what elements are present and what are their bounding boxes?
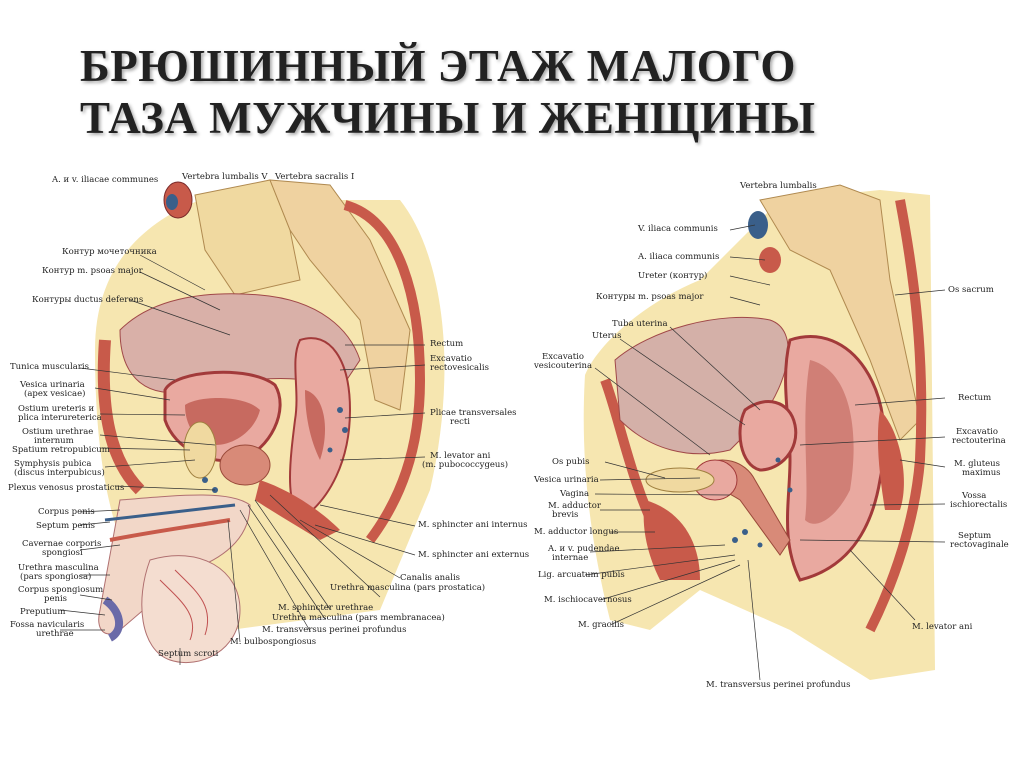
label-male-plicae-transversales: Plicae transversales — [430, 408, 517, 418]
label-female-lig-arcuatum: Lig. arcuatum pubis — [538, 570, 625, 580]
label-female-ischiocavernosus: M. ischiocavernosus — [544, 595, 632, 605]
label-male-vertebra-sacralis: Vertebra sacralis I — [275, 172, 355, 182]
title-line-2: ТАЗА МУЖЧИНЫ И ЖЕНЩИНЫ — [80, 93, 816, 143]
label-female-tuba-uterina: Tuba uterina — [612, 319, 668, 329]
label-male-ostium-internum: internum — [34, 436, 74, 446]
label-male-plica-interureterica: plica interureterica — [18, 413, 102, 423]
label-female-rectouterina: rectouterina — [952, 436, 1006, 446]
label-female-vesicouterina: vesicouterina — [534, 361, 593, 371]
label-male-cavernae-spongiosi: spongiosi — [42, 548, 83, 558]
label-male-iliac-vessels: A. и v. iliacae communes — [52, 175, 159, 185]
page-title: БРЮШИННЫЙ ЭТАЖ МАЛОГО ТАЗА МУЖЧИНЫ И ЖЕН… — [80, 40, 960, 144]
label-male-bulbospongiosus: M. bulbospongiosus — [230, 637, 317, 647]
label-male-urethra-prostatica: Urethra masculina (pars prostatica) — [330, 583, 486, 593]
label-male-fossa-navicularis: Fossa navicularis — [10, 620, 85, 630]
label-female-psoas: Контуры m. psoas major — [596, 292, 704, 302]
label-female-vesica-urinaria: Vesica urinaria — [534, 475, 599, 485]
label-female-ureter: Ureter (контур) — [638, 271, 708, 281]
label-male-septum-scroti: Septum scroti — [158, 649, 219, 659]
label-female-adductor-longus: M. adductor longus — [534, 527, 619, 537]
label-female-os-pubis: Os pubis — [552, 457, 590, 467]
label-male-canalis-analis: Canalis analis — [400, 573, 461, 583]
label-female-pudendae-internae: internae — [552, 553, 589, 563]
label-male-ductus-deferens: Контуры ductus deferens — [32, 295, 144, 305]
label-female-gluteus-maximus: maximus — [962, 468, 1001, 478]
label-male-apex-vesicae: (apex vesicae) — [24, 389, 86, 399]
label-male-urethra-membranacea: Urethra masculina (pars membranacea) — [272, 613, 445, 623]
female-pelvis-illustration — [583, 184, 935, 680]
label-female-vossa: Vossa — [962, 491, 987, 501]
label-female-a-iliaca: A. iliaca communis — [638, 252, 720, 262]
label-female-rectum: Rectum — [958, 393, 992, 403]
label-female-pudendae: A. и v. pudendae — [548, 544, 620, 554]
label-male-sphincter-ani-externus: M. sphincter ani externus — [418, 550, 530, 560]
label-male-discus-interpubicus: (discus interpubicus) — [14, 468, 105, 478]
label-female-adductor: M. adductor — [548, 501, 601, 511]
label-male-rectovesicalis: rectovesicalis — [430, 363, 489, 373]
label-male-corpus-spongiosum-penis: penis — [44, 594, 68, 604]
male-pelvis-illustration — [95, 179, 445, 664]
label-male-transversus-perinei: M. transversus perinei profundus — [262, 625, 407, 635]
label-male-sphincter-ani-internus: M. sphincter ani internus — [418, 520, 528, 530]
label-male-ostium-urethrae: Ostium urethrae — [22, 427, 94, 437]
label-male-corpus-penis: Corpus penis — [38, 507, 95, 517]
label-female-transversus-perinei: M. transversus perinei profundus — [706, 680, 851, 690]
label-female-ischiorectalis: ischiorectalis — [950, 500, 1008, 510]
label-male-corpus-spongiosum: Corpus spongiosum — [18, 585, 104, 595]
label-male-excavatio: Excavatio — [430, 354, 472, 364]
label-female-septum: Septum — [958, 531, 992, 541]
label-male-psoas-contour: Контур m. psoas major — [42, 266, 143, 276]
label-male-ostium-ureteris: Ostium ureteris и — [18, 404, 95, 414]
label-male-plexus-venosus: Plexus venosus prostaticus — [8, 483, 125, 493]
label-male-vertebra-lumbalis: Vertebra lumbalis V — [182, 172, 268, 182]
male-leader-lines — [59, 254, 426, 665]
label-male-plicae-recti: recti — [450, 417, 470, 427]
label-male-fossa-urethrae: urethrae — [36, 629, 74, 639]
label-female-uterus: Uterus — [592, 331, 622, 341]
label-male-cavernae: Cavernae corporis — [22, 539, 102, 549]
label-female-v-iliaca: V. iliaca communis — [638, 224, 718, 234]
female-leader-lines — [584, 224, 946, 681]
label-male-ureter-contour: Контур мочеточника — [62, 247, 157, 257]
label-female-excavatio: Excavatio — [956, 427, 998, 437]
label-female-rectovaginale: rectovaginale — [950, 540, 1009, 550]
label-male-tunica-muscularis: Tunica muscularis — [10, 362, 89, 372]
label-female-vagina: Vagina — [560, 489, 590, 499]
anatomy-illustration — [59, 179, 946, 681]
label-female-gluteus: M. gluteus — [954, 459, 1001, 469]
label-male-vesica-urinaria: Vesica urinaria — [20, 380, 85, 390]
label-male-levator-ani: M. levator ani — [430, 451, 491, 461]
label-male-septum-penis: Septum penis — [36, 521, 95, 531]
label-male-urethra-spongiosa: Urethra masculina — [18, 563, 99, 573]
label-male-pars-spongiosa: (pars spongiosa) — [20, 572, 92, 582]
label-female-adductor-brevis: brevis — [552, 510, 579, 520]
label-male-pubococcygeus: (m. pubococcygeus) — [422, 460, 509, 470]
label-male-symphysis-pubica: Symphysis pubica — [14, 459, 92, 469]
label-female-gracilis: M. gracilis — [578, 620, 624, 630]
title-line-1: БРЮШИННЫЙ ЭТАЖ МАЛОГО — [80, 41, 796, 91]
label-female-vertebra-lumbalis: Vertebra lumbalis — [740, 181, 817, 191]
label-male-spatium-retropubicum: Spatium retropubicum — [12, 445, 110, 455]
label-female-excavatio: Excavatio — [542, 352, 584, 362]
label-male-preputium: Preputium — [20, 607, 66, 617]
label-male-rectum: Rectum — [430, 339, 464, 349]
anatomy-diagram: A. и v. iliacae communes Vertebra lumbal… — [0, 160, 1024, 767]
label-female-os-sacrum: Os sacrum — [948, 285, 994, 295]
label-male-sphincter-urethrae: M. sphincter urethrae — [278, 603, 374, 613]
label-female-levator-ani: M. levator ani — [912, 622, 973, 632]
